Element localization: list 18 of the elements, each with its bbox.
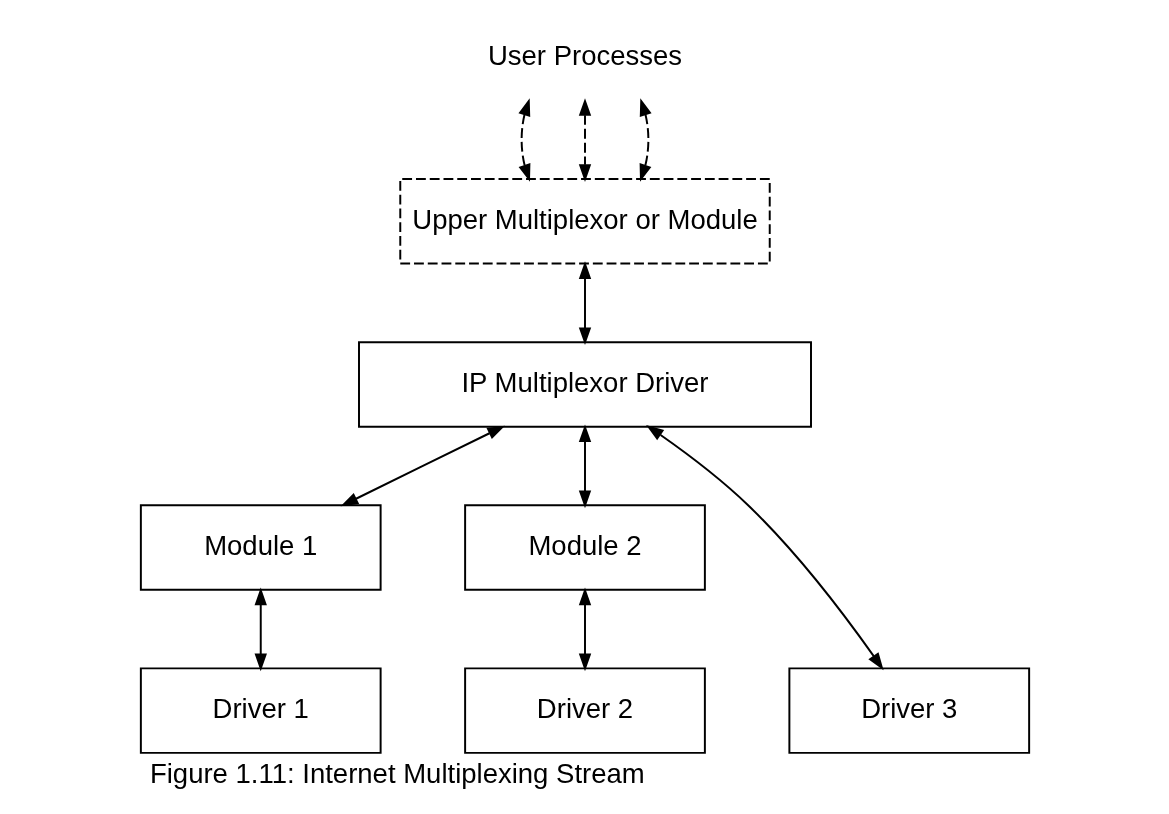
arrow [578,424,591,509]
node-box: Driver 3 [787,667,1030,754]
arrow [254,587,267,672]
arrow [645,425,884,671]
arrow [578,261,591,346]
node-box: Driver 2 [463,667,706,754]
arrow [517,98,530,182]
node-box: Module 2 [463,504,706,591]
node-box: IP Multiplexor Driver [357,341,812,428]
caption: Figure 1.11: Internet Multiplexing Stream [149,757,645,789]
node-text: User Processes [487,40,682,72]
node-box: Module 1 [139,504,382,591]
arrow [639,98,652,182]
arrow [578,98,591,182]
node-box: Driver 1 [139,667,382,754]
node-box: Upper Multiplexor or Module [398,178,771,265]
arrow [340,425,505,507]
arrow [578,587,591,672]
